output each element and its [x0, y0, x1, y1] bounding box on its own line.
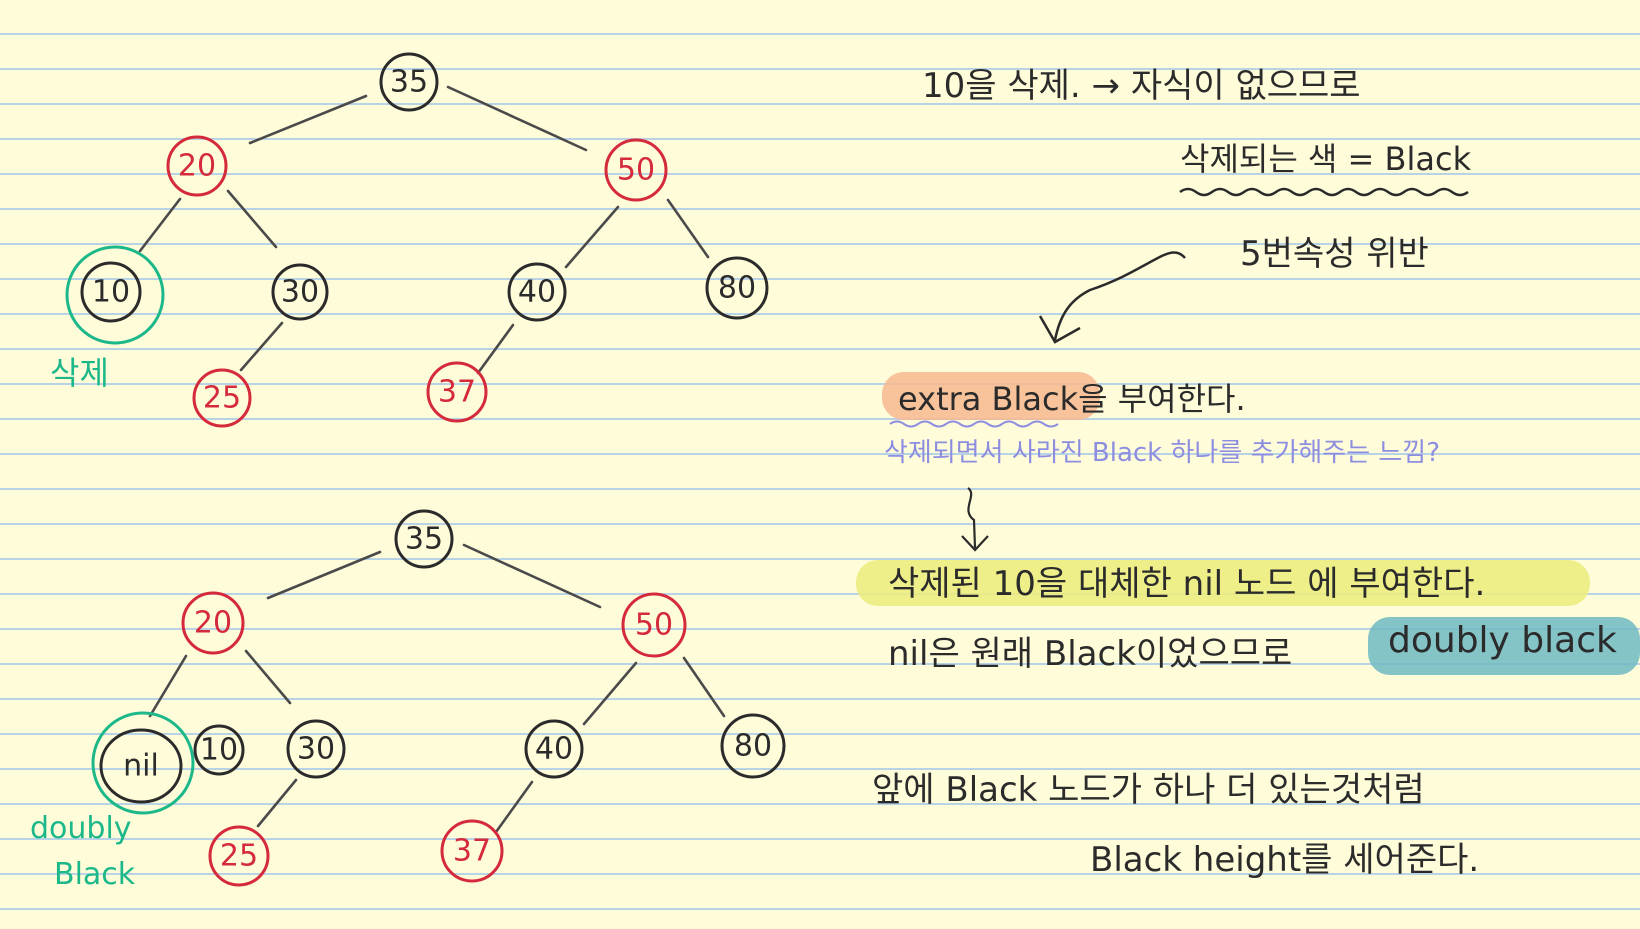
delete-annotation: 삭제: [50, 354, 109, 392]
edge-30-25: [239, 321, 284, 372]
tree2-node-30: 30: [286, 719, 346, 779]
note-extra-node: 앞에 Black 노드가 하나 더 있는것처럼: [872, 770, 1425, 810]
node-label: 80: [734, 729, 772, 764]
tree1-node-40: 40: [507, 262, 567, 322]
node-label: 10: [200, 733, 238, 768]
doubly-annotation: doubly: [30, 811, 132, 846]
tree1-node-10: 10: [65, 245, 165, 345]
node-label: 30: [281, 275, 319, 310]
tree2-node-80: 80: [720, 713, 786, 779]
edge-40-37: [494, 780, 534, 834]
tree2-edges: [148, 543, 726, 834]
tree2-node-40: 40: [524, 719, 584, 779]
node-label: 25: [220, 839, 258, 874]
wavy-underline: [1179, 187, 1469, 197]
extra-black-highlight: [882, 372, 1100, 420]
edge-35-50: [446, 85, 588, 152]
edge-50-80: [666, 198, 710, 259]
tree2-node-20: 20: [181, 591, 245, 655]
note-delete-10: 10을 삭제. → 자식이 없으므로: [922, 66, 1361, 106]
tree1-node-35: 35: [379, 52, 439, 112]
give-text: 을 부여한다.: [1078, 380, 1246, 418]
curved-arrow-head: [1038, 315, 1081, 344]
node-label: nil: [123, 749, 159, 784]
note-violation: 5번속성 위반: [1240, 234, 1429, 274]
edge-20-30: [244, 649, 292, 705]
tree2-node-50: 50: [621, 592, 687, 658]
edge-20-nil: [148, 654, 188, 718]
edge-50-80: [682, 656, 726, 718]
note-doubly-black: doubly black: [1388, 620, 1617, 661]
tree2-node-nil: nil: [91, 711, 195, 815]
edge-35-50: [462, 543, 602, 609]
note-black-height: Black height를 세어준다.: [1090, 840, 1480, 880]
edge-50-40: [564, 205, 620, 269]
tree1-node-25: 25: [192, 368, 252, 428]
node-label: 80: [718, 271, 756, 306]
edge-20-10: [138, 197, 182, 253]
node-label: 40: [535, 732, 573, 767]
tree2-node-25: 25: [208, 825, 270, 887]
note-nil-black: nil은 원래 Black이었으므로: [888, 634, 1293, 674]
note-deleted-color: 삭제되는 색 = Black: [1180, 140, 1472, 178]
edge-30-25: [256, 778, 298, 828]
node-label: 35: [405, 522, 443, 557]
black-annotation: Black: [54, 857, 136, 892]
small-down-arrow: [961, 487, 989, 552]
node-label: 37: [438, 375, 476, 410]
note-nil-node: 삭제된 10을 대체한 nil 노드 에 부여한다.: [888, 564, 1486, 604]
node-label: 25: [203, 381, 241, 416]
node-label: 50: [635, 608, 673, 643]
note-extra-black: extra Black을 부여한다.: [898, 374, 1246, 420]
node-label: 50: [617, 153, 655, 188]
edge-50-40: [582, 661, 638, 726]
tree1-node-20: 20: [166, 135, 228, 197]
node-label: 20: [178, 149, 216, 184]
node-label: 35: [390, 65, 428, 100]
tree1-edges: [138, 85, 710, 375]
tree1-node-80: 80: [705, 256, 769, 320]
edge-35-20: [248, 94, 368, 145]
node-label: 20: [194, 606, 232, 641]
edge-40-37: [476, 323, 515, 375]
deleted-node-marker: [65, 245, 165, 345]
tree2-node-10-shadow: 10: [193, 724, 245, 776]
tree1-node-37: 37: [426, 361, 488, 423]
yellow-highlight: [856, 560, 1590, 606]
tree1-node-50: 50: [604, 138, 668, 202]
tree2-node-37: 37: [440, 819, 504, 883]
edge-35-20: [266, 550, 382, 600]
curved-arrow: [1053, 251, 1186, 341]
tree1-node-30: 30: [271, 263, 329, 321]
node-label: 37: [453, 834, 491, 869]
doubly-black-marker: [91, 711, 195, 815]
node-label: 40: [518, 275, 556, 310]
edge-20-30: [226, 189, 278, 249]
tree2-node-35: 35: [394, 509, 454, 569]
note-feeling: 삭제되면서 사라진 Black 하나를 추가해주는 느낌?: [884, 438, 1441, 468]
purple-wave: [889, 420, 1059, 428]
extra-black-text: extra Black: [898, 380, 1079, 418]
node-label: 30: [297, 732, 335, 767]
doubly-black-highlight: [1368, 617, 1640, 675]
node-label: 10: [92, 275, 130, 310]
